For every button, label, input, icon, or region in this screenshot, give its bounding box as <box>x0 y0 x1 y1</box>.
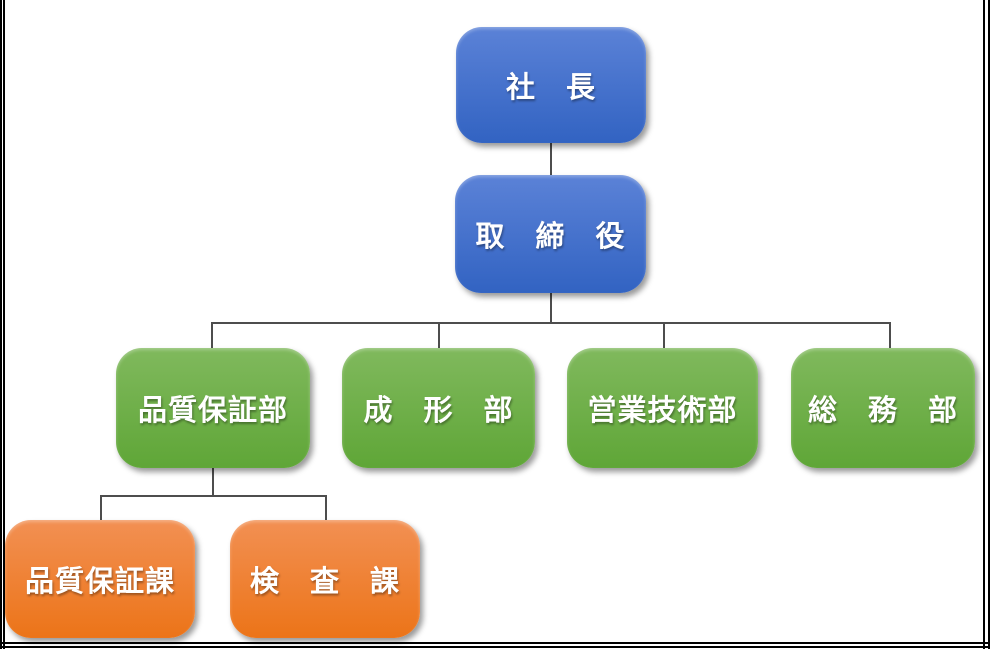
node-quality-assurance-dept: 品質保証部 <box>116 348 310 468</box>
connector-level4-horizontal-bar <box>100 495 326 497</box>
node-president: 社 長 <box>456 27 646 143</box>
node-quality-assurance-section: 品質保証課 <box>5 520 195 638</box>
connector-drop-inspection <box>325 495 327 520</box>
connector-drop-general-affairs <box>889 322 891 348</box>
connector-drop-sales-engineering <box>663 322 665 348</box>
page-border-bottom-inner <box>0 642 990 644</box>
connector-drop-quality-assurance <box>211 322 213 348</box>
connector-drop-molding <box>438 322 440 348</box>
connector-drop-qa-section <box>100 495 102 520</box>
page-border-left-inner <box>3 0 5 649</box>
connector-qa-dept-drop <box>212 468 214 495</box>
connector-level3-horizontal-bar <box>211 322 891 324</box>
page-border-right-inner <box>983 0 985 649</box>
connector-board-drop <box>550 293 552 322</box>
page-border-right-outer <box>988 0 990 649</box>
node-molding-dept: 成 形 部 <box>342 348 535 468</box>
node-inspection-section: 検 査 課 <box>230 520 420 638</box>
page-border-left-outer <box>0 0 2 649</box>
node-general-affairs-dept: 総 務 部 <box>791 348 975 468</box>
connector-president-board <box>550 143 552 175</box>
node-board-of-directors: 取 締 役 <box>455 175 646 293</box>
node-sales-engineering-dept: 営業技術部 <box>567 348 758 468</box>
page-border-bottom-outer <box>0 646 990 648</box>
